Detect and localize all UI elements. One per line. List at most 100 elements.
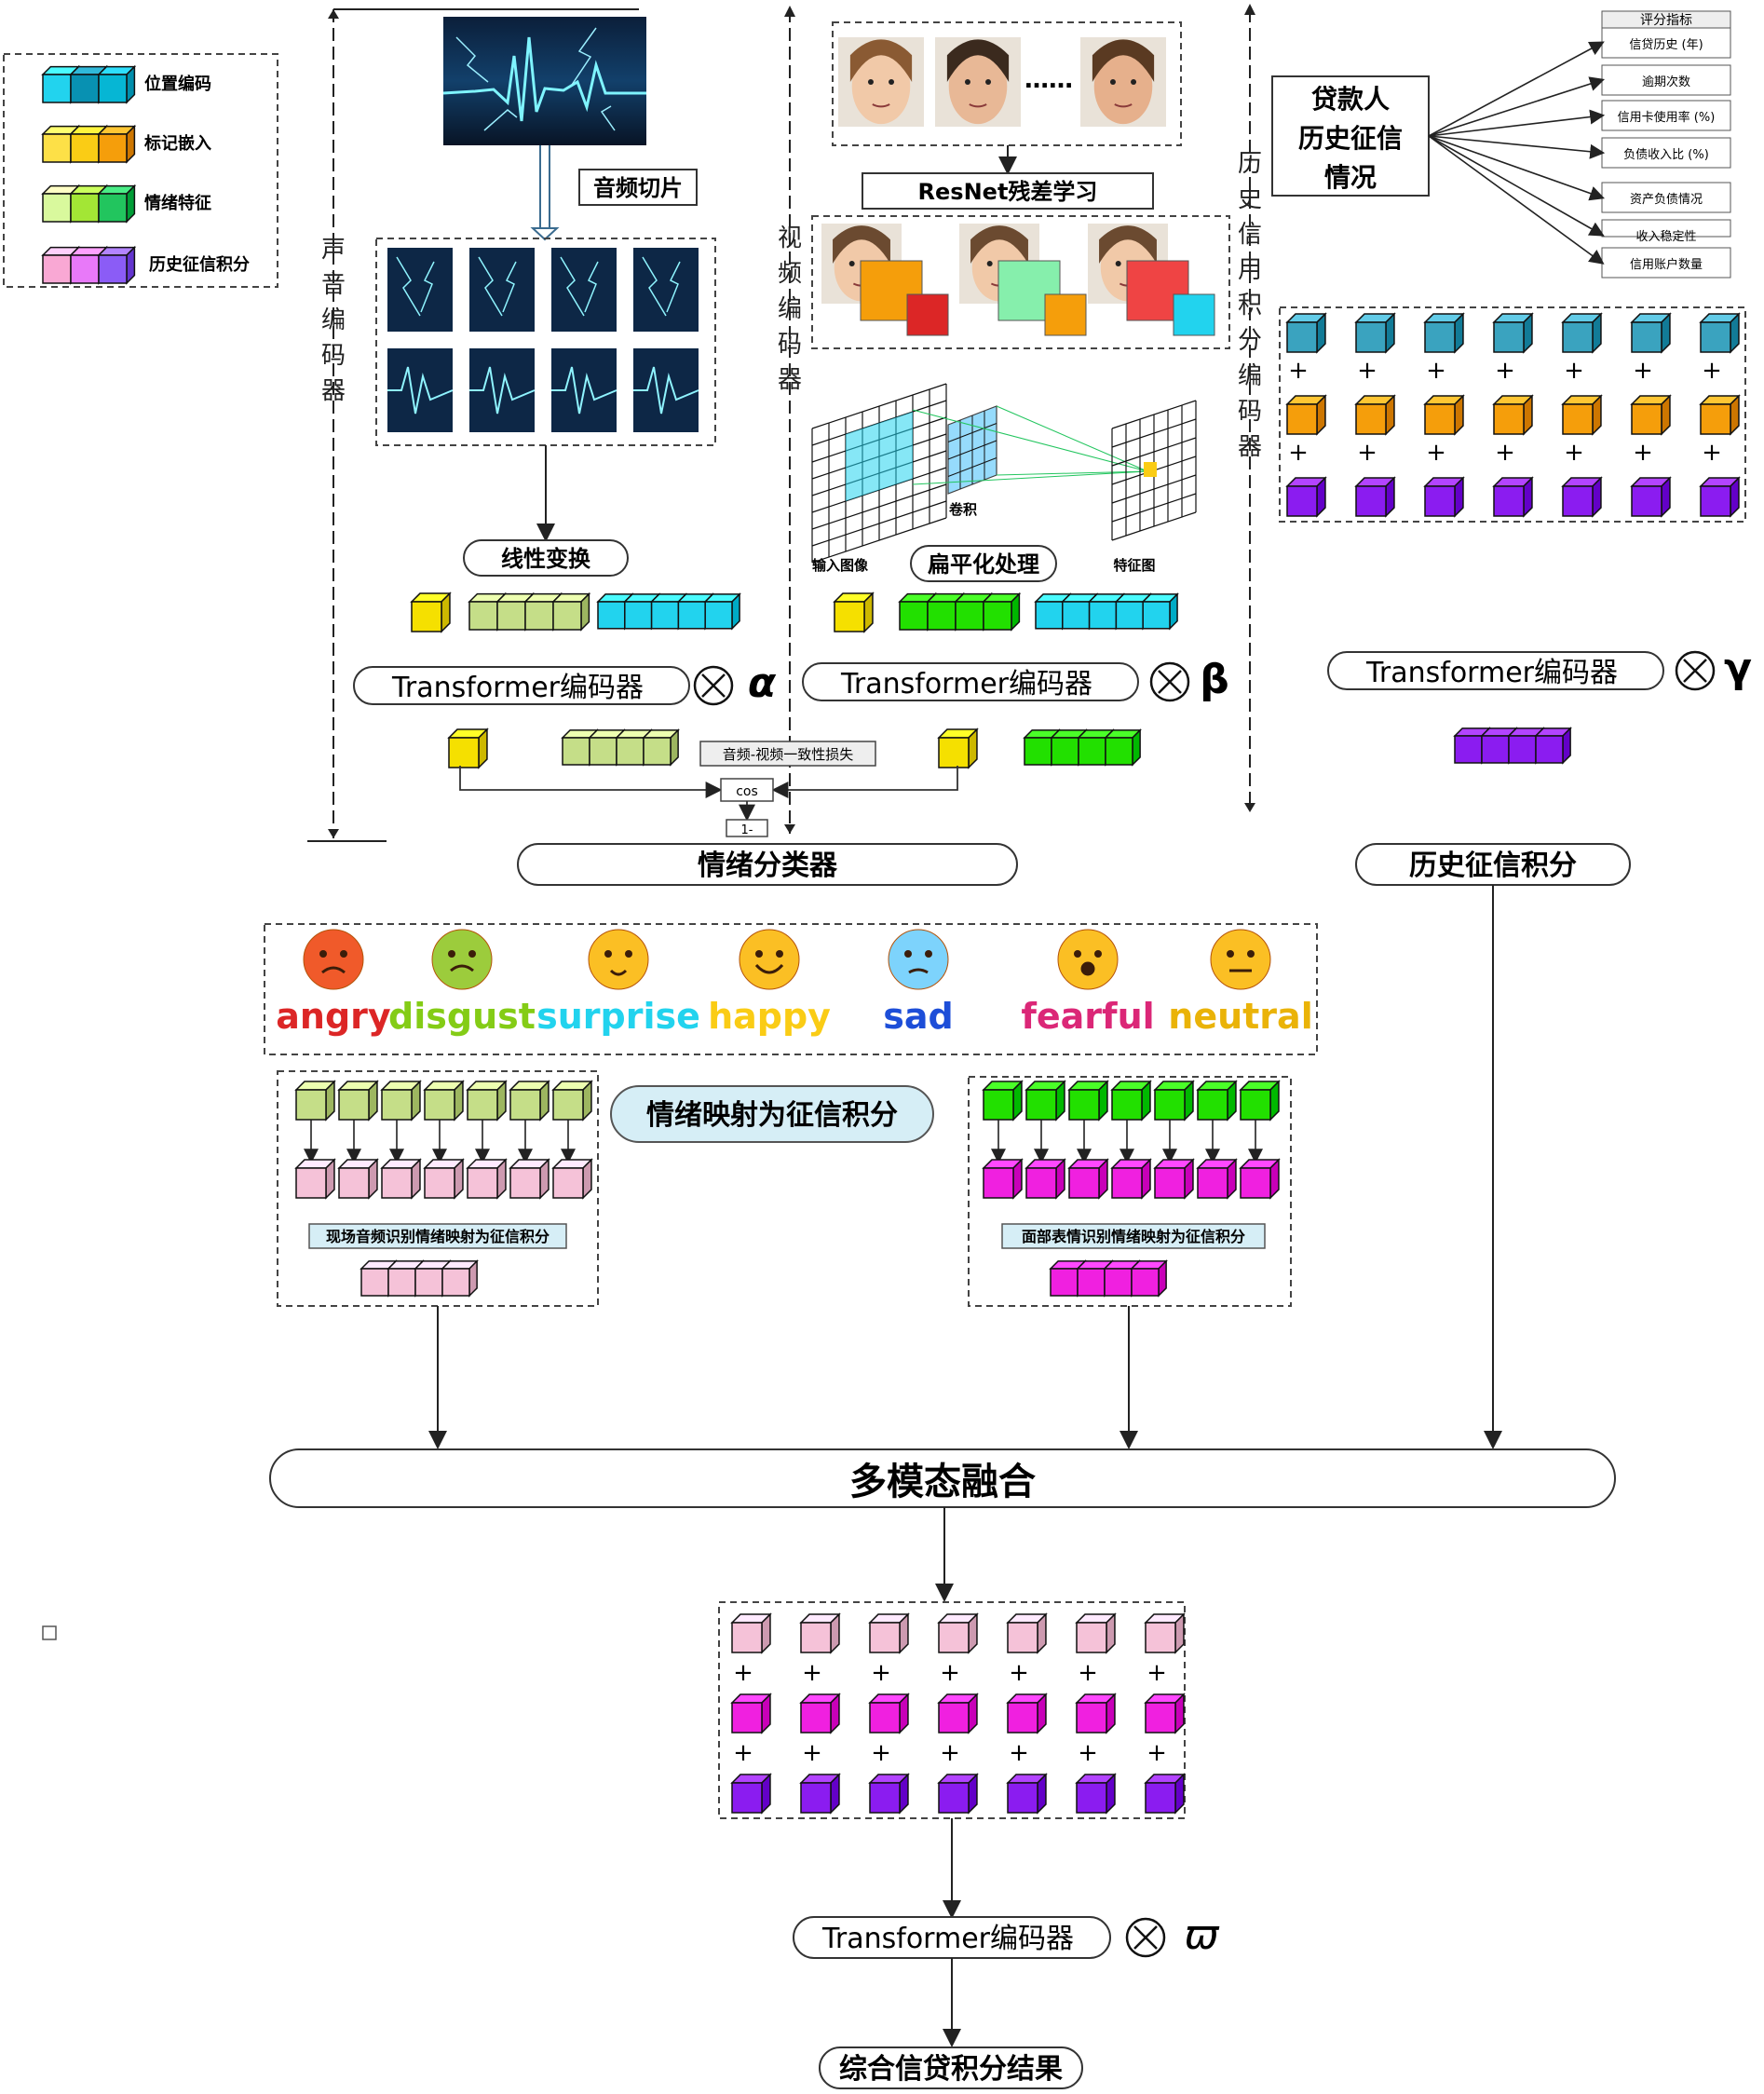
audio-position-encoding: [596, 592, 741, 631]
plus-sign: +: [940, 1659, 960, 1687]
legend-cube: [97, 245, 137, 285]
audio-cls-token: [447, 727, 489, 769]
borrower-history-line1: 贷款人: [1311, 84, 1390, 115]
audio-emotion-feature-cell: [551, 591, 591, 632]
faceMap-emotion-cube: [1067, 1080, 1109, 1122]
legend: 位置编码 标记嵌入 情绪特征 历史征信积分: [3, 53, 278, 288]
finalGrid-cube: [1075, 1693, 1117, 1734]
legend-swatch-0: [41, 64, 137, 104]
finalGrid-cube: [1006, 1773, 1048, 1815]
credit-table-item: 资产负债情况: [1630, 193, 1703, 207]
creditGrid-cube: [1492, 476, 1534, 518]
audio-slice-thumb: [469, 348, 536, 432]
faceMap-emotion-cube: [1110, 1080, 1152, 1122]
audio-transformer-label: Transformer编码器: [391, 672, 644, 704]
video-encoder-vertical-label: 视频编码器: [778, 224, 802, 394]
plus-sign: +: [1357, 357, 1377, 385]
finalGrid-cube: [1144, 1773, 1186, 1815]
video-cls-token: [937, 727, 979, 769]
audioMap-score-cube: [337, 1158, 379, 1200]
audio-emotion-feature: [468, 591, 591, 632]
audioMap-score-cube: [294, 1158, 336, 1200]
face-samples: [838, 37, 1166, 127]
video-weight-beta: β: [1200, 656, 1229, 703]
finalGrid-cube: [730, 1693, 772, 1734]
audio-slice-thumb: [633, 348, 699, 432]
audioMap-emotion-cube: [509, 1080, 550, 1122]
cnn-visualization: [811, 383, 1197, 564]
face-mapping-group: [968, 1076, 1292, 1307]
final-weight-varpi: ϖ: [1185, 1911, 1220, 1959]
angry-face-icon: [303, 929, 364, 990]
audio-waveform-image: [442, 17, 646, 145]
creditGrid-cube: [1285, 476, 1327, 518]
faceMap-score-bar: [1049, 1259, 1168, 1298]
emotion-label: neutral: [1168, 996, 1312, 1037]
audio-encoder: 声音编码器 音频切片 线性变换 Transformer编码器 α: [307, 8, 777, 842]
face-heatmap: [821, 224, 949, 336]
disgust-face-icon: [431, 929, 493, 990]
face-ellipsis: ……: [1024, 66, 1073, 94]
finalGrid-cube: [1075, 1612, 1117, 1654]
video-emotion-output: [1023, 728, 1142, 767]
creditGrid-cube: [1699, 312, 1741, 354]
creditGrid-cube: [1561, 312, 1603, 354]
face-heatmaps: [821, 224, 1215, 336]
credit-table-row: 收入稳定性: [1428, 135, 1731, 244]
emotion-angry: angry: [276, 929, 391, 1037]
fusion-box: [269, 1448, 1616, 1508]
credit-table-item: 收入稳定性: [1635, 229, 1696, 244]
happy-face-icon: [739, 929, 800, 990]
plus-sign: +: [1564, 357, 1584, 385]
creditGrid-cube: [1630, 312, 1672, 354]
audio-slice-arrow: [530, 145, 560, 241]
faceMap-score-cube: [1239, 1158, 1281, 1200]
credit-transformer-label: Transformer编码器: [1365, 657, 1618, 689]
credit-transformer-box: [1327, 651, 1664, 690]
plus-sign: +: [1702, 357, 1722, 385]
borrower-history-line2: 历史征信: [1298, 123, 1403, 154]
credit-score-label: 历史征信积分: [1409, 850, 1577, 882]
emotion-classes-group: [264, 923, 1318, 1055]
plus-sign: +: [871, 1659, 891, 1687]
faceMap-emotion-cube: [982, 1080, 1024, 1122]
audioMap-emotion-cube: [380, 1080, 422, 1122]
plus-sign: +: [1009, 1739, 1029, 1767]
finalGrid-cube: [868, 1773, 910, 1815]
audio-weight-alpha: α: [748, 659, 777, 707]
credit-table-item: 信用账户数量: [1630, 257, 1703, 272]
resnet-label: ResNet残差学习: [918, 179, 1098, 205]
cos-label: cos: [736, 784, 758, 799]
emotion-classifier-label: 情绪分类器: [698, 850, 838, 882]
faceMap-score-cube: [1024, 1158, 1066, 1200]
faceMap-emotion-cube: [1239, 1080, 1281, 1122]
audio-output-tokens: [447, 727, 680, 769]
creditGrid-cube: [1354, 312, 1396, 354]
finalGrid-cube: [799, 1693, 841, 1734]
creditGrid-cube: [1285, 312, 1327, 354]
fearful-face-icon: [1057, 929, 1119, 990]
credit-weight-gamma: γ: [1724, 645, 1752, 692]
finalGrid-cube: [868, 1693, 910, 1734]
audioMap-emotion-cube: [551, 1080, 593, 1122]
emotion-fearful: fearful: [1021, 929, 1155, 1037]
plus-sign: +: [733, 1739, 753, 1767]
plus-sign: +: [1078, 1659, 1098, 1687]
resnet-box: [862, 172, 1154, 210]
audioMap-emotion-cube: [466, 1080, 508, 1122]
plus-sign: +: [733, 1659, 753, 1687]
creditGrid-cube: [1423, 394, 1465, 436]
emotion-label: surprise: [536, 996, 700, 1037]
plus-sign: +: [1288, 439, 1309, 467]
legend-label-token: 标记嵌入: [143, 133, 211, 154]
finalGrid-cube: [730, 1773, 772, 1815]
credit-table-item: 信用卡使用率 (%): [1618, 110, 1716, 125]
audio-mapping: [294, 1080, 593, 1298]
credit-multiply-icon: [1675, 650, 1716, 691]
audio-slice-label: 音频切片: [593, 175, 683, 201]
video-token-row: [833, 591, 1179, 633]
face-samples-group: [832, 21, 1182, 146]
credit-embedding-group: [1279, 306, 1746, 523]
finalGrid-cube: [1006, 1693, 1048, 1734]
